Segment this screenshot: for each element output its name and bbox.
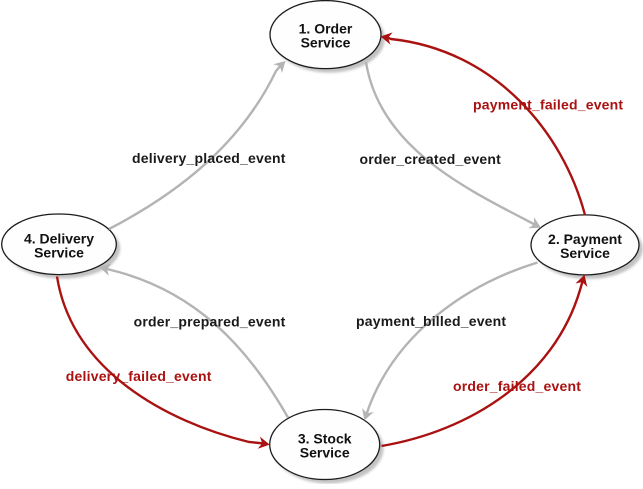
svg-text:Service: Service	[300, 445, 350, 461]
svg-text:Service: Service	[301, 35, 351, 51]
svg-text:order_failed_event: order_failed_event	[453, 378, 581, 394]
svg-text:1. Order: 1. Order	[299, 21, 353, 37]
svg-text:order_prepared_event: order_prepared_event	[134, 314, 286, 330]
svg-text:delivery_placed_event: delivery_placed_event	[132, 150, 286, 166]
svg-text:Service: Service	[560, 245, 610, 261]
svg-text:delivery_failed_event: delivery_failed_event	[66, 368, 212, 384]
svg-text:payment_failed_event: payment_failed_event	[473, 96, 623, 112]
svg-text:payment_billed_event: payment_billed_event	[356, 313, 506, 329]
svg-text:4. Delivery: 4. Delivery	[24, 230, 94, 246]
svg-text:Service: Service	[34, 244, 84, 260]
svg-text:3. Stock: 3. Stock	[298, 431, 352, 447]
svg-text:order_created_event: order_created_event	[360, 151, 502, 167]
svg-text:2. Payment: 2. Payment	[548, 231, 622, 247]
